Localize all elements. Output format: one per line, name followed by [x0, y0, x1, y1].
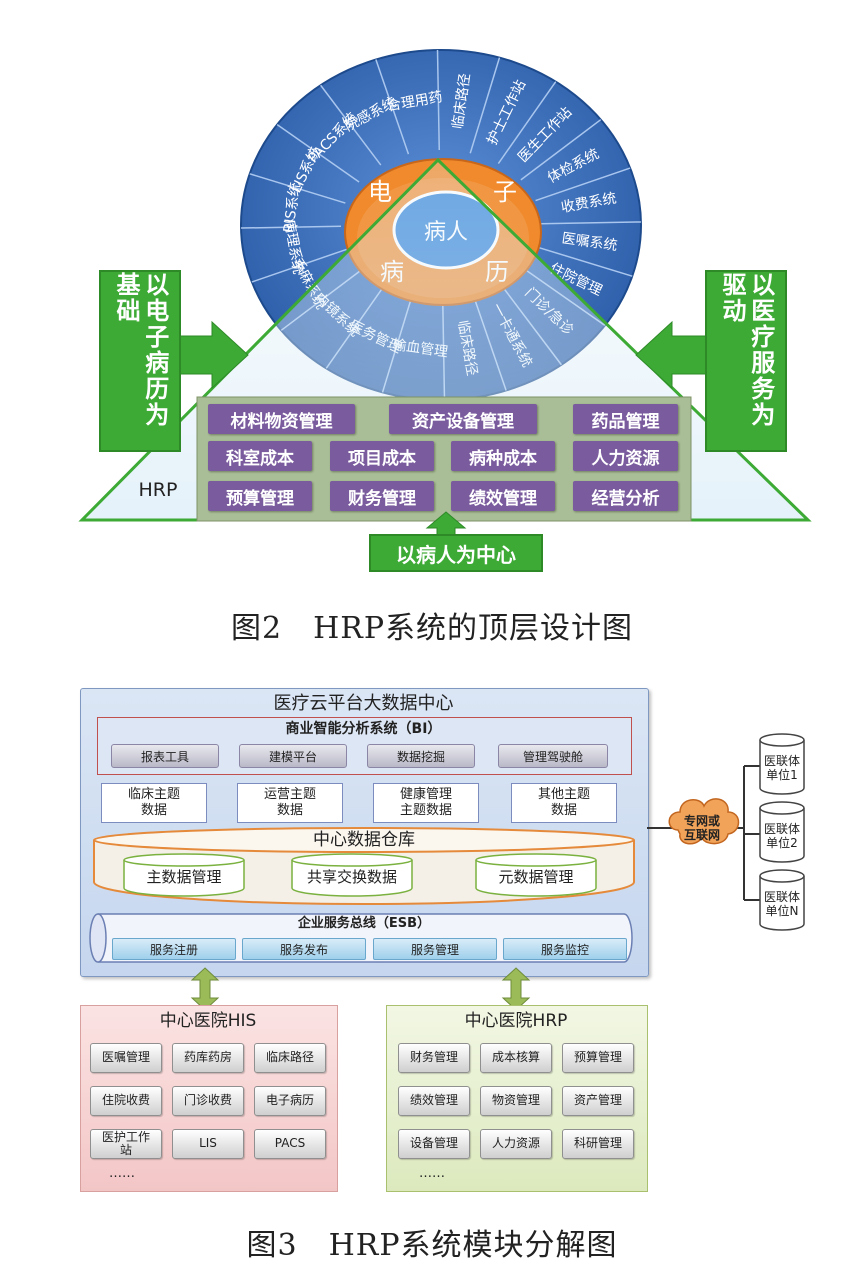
wheel-label-6: 医嘱系统 — [561, 231, 619, 255]
module-dept-cost: 科室成本 — [208, 441, 312, 471]
warehouse-items-svg — [123, 853, 597, 897]
module-material: 材料物资管理 — [208, 404, 355, 434]
his-item-8: LIS — [172, 1129, 244, 1159]
wheel-label-16: RIS系统 — [281, 181, 304, 233]
service-monitor: 服务监控 — [503, 938, 627, 960]
meta-data: 元数据管理 — [498, 868, 574, 887]
hrp-title: 中心医院HRP — [464, 1011, 568, 1032]
network-lines — [647, 733, 805, 931]
hrp-item-8: 人力资源 — [480, 1129, 552, 1159]
module-finance: 财务管理 — [330, 481, 434, 511]
his-item-2: 药库药房 — [172, 1043, 244, 1073]
emr-basis-box: 以电子病历为基础 — [99, 270, 181, 452]
module-operation: 经营分析 — [573, 481, 678, 511]
hrp-label: HRP — [139, 479, 178, 501]
module-performance: 绩效管理 — [451, 481, 555, 511]
bi-title: 商业智能分析系统（BI） — [285, 720, 442, 737]
topic-health: 健康管理 主题数据 — [373, 783, 479, 823]
module-budget: 预算管理 — [208, 481, 312, 511]
service-register: 服务注册 — [112, 938, 236, 960]
hrp-more: …… — [419, 1165, 445, 1181]
ring-char-2: 子 — [493, 178, 517, 206]
his-item-6: 电子病历 — [254, 1086, 326, 1116]
hrp-item-7: 设备管理 — [398, 1129, 470, 1159]
unit-n: 医联体 单位N — [763, 890, 800, 918]
unit-2: 医联体 单位2 — [763, 822, 800, 850]
his-item-7: 医护工作 站 — [90, 1129, 162, 1159]
topic-other: 其他主题 数据 — [511, 783, 617, 823]
hrp-item-1: 财务管理 — [398, 1043, 470, 1073]
module-drug: 药品管理 — [573, 404, 678, 434]
module-hr: 人力资源 — [573, 441, 678, 471]
his-more: …… — [109, 1165, 135, 1181]
module-disease-cost: 病种成本 — [451, 441, 555, 471]
his-item-5: 门诊收费 — [172, 1086, 244, 1116]
network-label: 专网或 互联网 — [683, 814, 720, 842]
service-driven-box: 以医疗服务为驱动 — [705, 270, 787, 452]
his-item-3: 临床路径 — [254, 1043, 326, 1073]
his-item-9: PACS — [254, 1129, 326, 1159]
warehouse-title: 中心数据仓库 — [313, 830, 415, 851]
cloud-platform-title: 医疗云平台大数据中心 — [273, 692, 454, 714]
his-item-1: 医嘱管理 — [90, 1043, 162, 1073]
his-item-4: 住院收费 — [90, 1086, 162, 1116]
patient-centered-box: 以病人为中心 — [369, 534, 543, 572]
his-title: 中心医院HIS — [159, 1011, 257, 1032]
hrp-item-4: 绩效管理 — [398, 1086, 470, 1116]
figure2-caption: 图2 HRP系统的顶层设计图 — [230, 611, 634, 646]
hrp-item-9: 科研管理 — [562, 1129, 634, 1159]
shared-data: 共享交换数据 — [306, 868, 397, 887]
hrp-item-3: 预算管理 — [562, 1043, 634, 1073]
module-item-cost: 项目成本 — [330, 441, 434, 471]
wheel-label-1: 临床路径 — [450, 72, 474, 130]
right-arrow — [635, 320, 707, 390]
service-manage: 服务管理 — [373, 938, 497, 960]
module-asset: 资产设备管理 — [389, 404, 537, 434]
bi-report-tool: 报表工具 — [111, 744, 219, 768]
left-arrow — [177, 320, 249, 390]
ring-char-1: 电 — [368, 178, 392, 206]
hrp-item-6: 资产管理 — [562, 1086, 634, 1116]
unit-1: 医联体 单位1 — [763, 754, 800, 782]
hrp-item-5: 物资管理 — [480, 1086, 552, 1116]
topic-operation: 运营主题 数据 — [237, 783, 343, 823]
hrp-item-2: 成本核算 — [480, 1043, 552, 1073]
esb-title: 企业服务总线（ESB） — [297, 915, 431, 931]
master-data: 主数据管理 — [146, 868, 222, 887]
network-cloud-icon — [668, 798, 740, 845]
bi-modeling: 建模平台 — [239, 744, 347, 768]
topic-clinical: 临床主题 数据 — [101, 783, 207, 823]
bi-cockpit: 管理驾驶舱 — [498, 744, 608, 768]
figure3-caption: 图3 HRP系统模块分解图 — [246, 1228, 618, 1263]
bi-data-mining: 数据挖掘 — [367, 744, 475, 768]
service-publish: 服务发布 — [242, 938, 366, 960]
